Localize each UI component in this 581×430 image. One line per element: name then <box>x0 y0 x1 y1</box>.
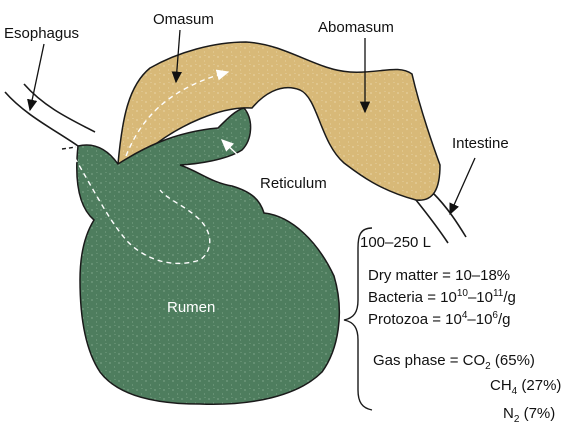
info-protozoa: Protozoa = 104–106/g <box>368 310 511 328</box>
info-bacteria: Bacteria = 1010–1011/g <box>368 288 516 306</box>
label-esophagus: Esophagus <box>4 25 79 42</box>
rumen-reticulum-shape <box>77 108 340 404</box>
esophagus-tube <box>5 84 95 149</box>
info-block: 100–250 L Dry matter = 10–18% Bacteria =… <box>360 234 561 425</box>
label-reticulum: Reticulum <box>260 175 327 192</box>
info-gas-n2: N2 (7%) <box>503 405 555 425</box>
info-dry-matter: Dry matter = 10–18% <box>368 267 510 284</box>
label-omasum: Omasum <box>153 11 214 28</box>
pointer-intestine <box>450 158 475 214</box>
info-gas-ch4: CH4 (27%) <box>490 377 561 397</box>
label-intestine: Intestine <box>452 135 509 152</box>
info-gas-co2: Gas phase = CO2 (65%) <box>373 352 535 372</box>
label-rumen: Rumen <box>167 299 215 316</box>
label-abomasum: Abomasum <box>318 19 394 36</box>
info-volume: 100–250 L <box>360 234 431 251</box>
